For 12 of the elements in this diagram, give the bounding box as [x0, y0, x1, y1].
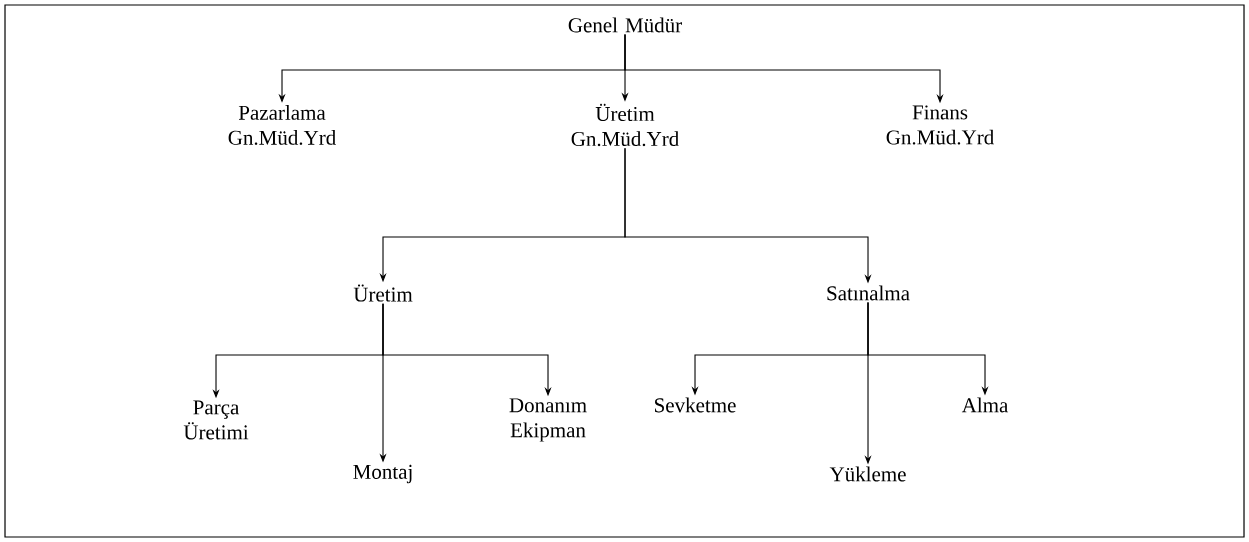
node-label: Satınalma: [827, 285, 910, 301]
node-label: Yükleme: [829, 466, 906, 482]
node-label: Parça Üretimi: [183, 400, 249, 440]
node-label: Montaj: [353, 464, 412, 484]
node-label: Pazarlama Gn.Müd.Yrd: [228, 105, 336, 145]
node-label: Alma: [961, 397, 1009, 413]
node-label: Donanım Ekipman: [509, 398, 587, 442]
node-label: Üretim Gn.Müd.Yrd: [571, 103, 679, 147]
node-label: Finans Gn.Müd.Yrd: [886, 105, 994, 145]
node-label: Üretim: [353, 284, 413, 302]
node-label: Genel Müdür: [568, 17, 682, 33]
node-label: Sevketme: [655, 397, 736, 413]
